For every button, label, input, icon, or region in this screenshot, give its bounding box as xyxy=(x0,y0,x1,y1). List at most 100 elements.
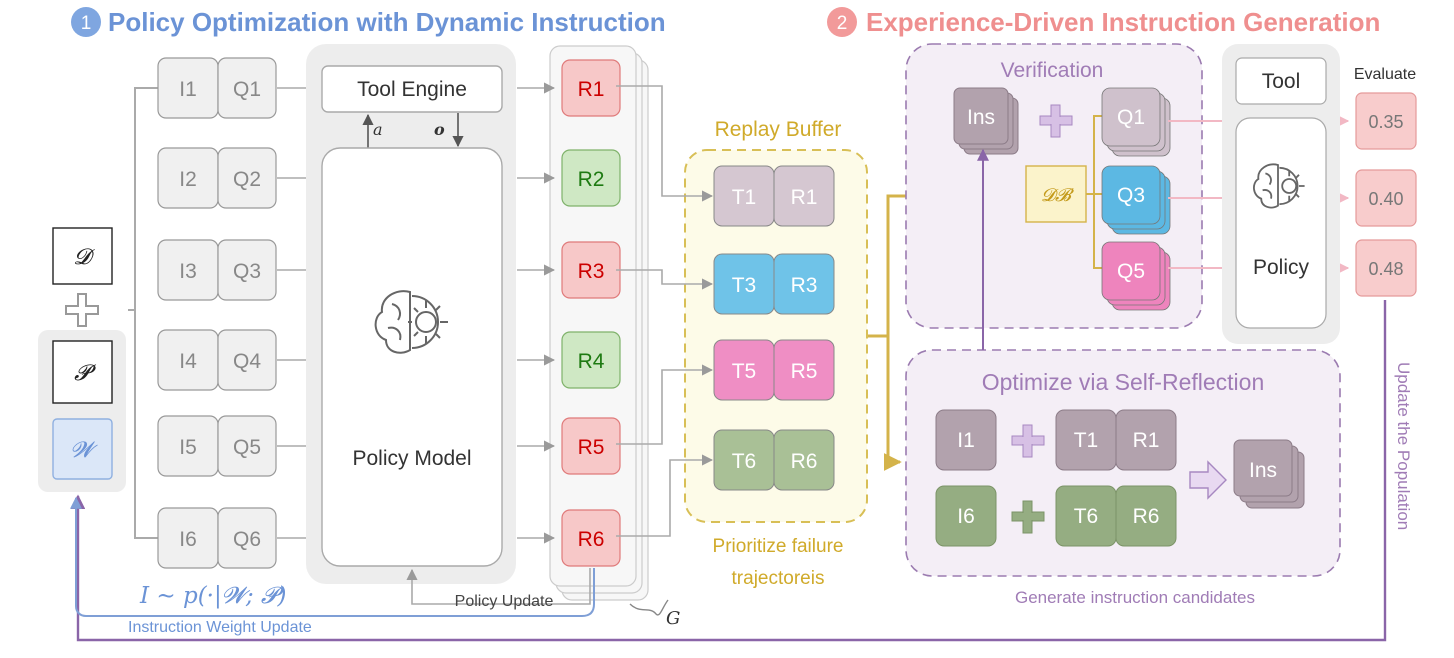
query-box xyxy=(217,507,277,569)
query-label: Q4 xyxy=(233,350,261,373)
response-item: R6 xyxy=(517,509,621,567)
sampling-formula: I ∼ p(·|𝓦; 𝓟) xyxy=(139,583,286,609)
update-population-arrow xyxy=(70,300,1387,642)
population-bracket-bottom xyxy=(134,310,158,539)
iq-pair: I6 Q6 xyxy=(157,507,320,569)
plus-icon xyxy=(65,293,99,327)
verification-query: Q5 xyxy=(1101,241,1171,311)
response-item: R1 xyxy=(517,59,621,117)
reflection-ins-stack: Ins xyxy=(1233,439,1305,509)
verification-ins-stack: Ins xyxy=(953,87,1019,155)
verification-query-label: Q3 xyxy=(1117,184,1145,207)
evaluator-brain-gear-icon xyxy=(1253,163,1305,209)
success-response-box xyxy=(561,331,621,389)
reflection-row-1: I1 T1 R1 xyxy=(935,409,1177,471)
tool-engine-box xyxy=(321,65,503,113)
section1-title: Policy Optimization with Dynamic Instruc… xyxy=(108,7,666,37)
policy-model-label: Policy Model xyxy=(352,447,471,470)
reflection-t1-label: T1 xyxy=(1074,429,1099,452)
verification-query-label: Q1 xyxy=(1117,106,1145,129)
evaluator-policy-box xyxy=(1235,117,1327,329)
reflection-i1-box xyxy=(935,409,997,471)
reflection-plus-icon-1 xyxy=(1011,424,1045,458)
response-label: R2 xyxy=(578,168,605,191)
replay-buffer-box xyxy=(684,149,868,523)
verification-query: Q1 xyxy=(1101,87,1171,157)
r1-to-buffer-arrow xyxy=(616,85,714,202)
section2-title: Experience-Driven Instruction Generation xyxy=(866,7,1380,37)
query-box xyxy=(217,147,277,209)
query-stack-card xyxy=(1101,241,1161,301)
query-stack-card xyxy=(1101,87,1161,147)
score-box xyxy=(1355,239,1417,297)
policy-model-box xyxy=(321,147,503,567)
response-label: R1 xyxy=(578,78,605,101)
buffer-response-box xyxy=(773,253,835,315)
replay-buffer-title: Replay Buffer xyxy=(715,118,842,141)
response-item: R5 xyxy=(517,417,621,475)
dataset-symbol: 𝓓 xyxy=(74,245,96,270)
evaluate-label: Evaluate xyxy=(1354,66,1416,83)
reflection-plus-icon-2 xyxy=(1011,500,1045,534)
update-population-label: Update the Population xyxy=(1394,362,1413,530)
score-box xyxy=(1355,92,1417,150)
observation-label: o xyxy=(434,120,445,139)
reflection-i6-label: I6 xyxy=(957,505,975,528)
failed-response-box xyxy=(561,417,621,475)
score-box xyxy=(1355,169,1417,227)
query-box xyxy=(217,239,277,301)
query-box xyxy=(217,415,277,477)
verification-plus-icon xyxy=(1039,104,1073,138)
section2-badge xyxy=(827,7,857,37)
replay-buffer-caption-2: trajectoreis xyxy=(732,568,825,589)
buffer-to-reflection-arrow xyxy=(883,336,902,471)
response-item: R4 xyxy=(517,331,621,389)
r5-to-buffer-arrow xyxy=(616,364,714,445)
policy-update-arrow xyxy=(406,568,591,605)
query-box xyxy=(217,329,277,391)
query-label: Q5 xyxy=(233,436,261,459)
verification-ins-label: Ins xyxy=(967,106,995,129)
query-label: Q6 xyxy=(233,528,261,551)
policy-update-label: Policy Update xyxy=(455,593,554,610)
evaluator-tool-box xyxy=(1235,57,1327,105)
buffer-response-box xyxy=(773,339,835,401)
query-label: Q1 xyxy=(233,78,261,101)
buffer-response-label: R3 xyxy=(791,274,818,297)
score-item: 0.40 xyxy=(1355,169,1417,227)
section1-number: 1 xyxy=(81,13,92,34)
trajectory-label: T1 xyxy=(732,186,757,209)
trajectory-label: T3 xyxy=(732,274,757,297)
response-item: R3 xyxy=(517,241,621,299)
failed-response-box xyxy=(561,509,621,567)
instruction-label: I5 xyxy=(179,436,197,459)
iq-pair: I3 Q3 xyxy=(157,239,320,301)
verification-query-label: Q5 xyxy=(1117,260,1145,283)
prompt-pool-box xyxy=(52,340,113,404)
trajectory-label: T5 xyxy=(732,360,757,383)
generate-arrow-icon xyxy=(1189,460,1227,500)
query-label: Q3 xyxy=(233,260,261,283)
instruction-label: I3 xyxy=(179,260,197,283)
instruction-label: I1 xyxy=(179,78,197,101)
reflection-r6-box xyxy=(1115,485,1177,547)
brain-gear-icon xyxy=(374,290,448,354)
reflection-i1-label: I1 xyxy=(957,429,975,452)
response-label: R3 xyxy=(578,260,605,283)
instruction-label: I6 xyxy=(179,528,197,551)
evaluator-policy-label: Policy xyxy=(1253,256,1310,279)
buffer-response-label: R6 xyxy=(791,450,818,473)
buffer-row: T3 R3 xyxy=(713,253,835,315)
buffer-response-label: R1 xyxy=(791,186,818,209)
r6-to-buffer-arrow xyxy=(616,454,714,537)
reflection-r1-label: R1 xyxy=(1133,429,1160,452)
verification-query: Q3 xyxy=(1101,165,1171,235)
query-box xyxy=(217,57,277,119)
response-panel xyxy=(549,45,637,587)
query-stack-card xyxy=(1101,165,1161,225)
